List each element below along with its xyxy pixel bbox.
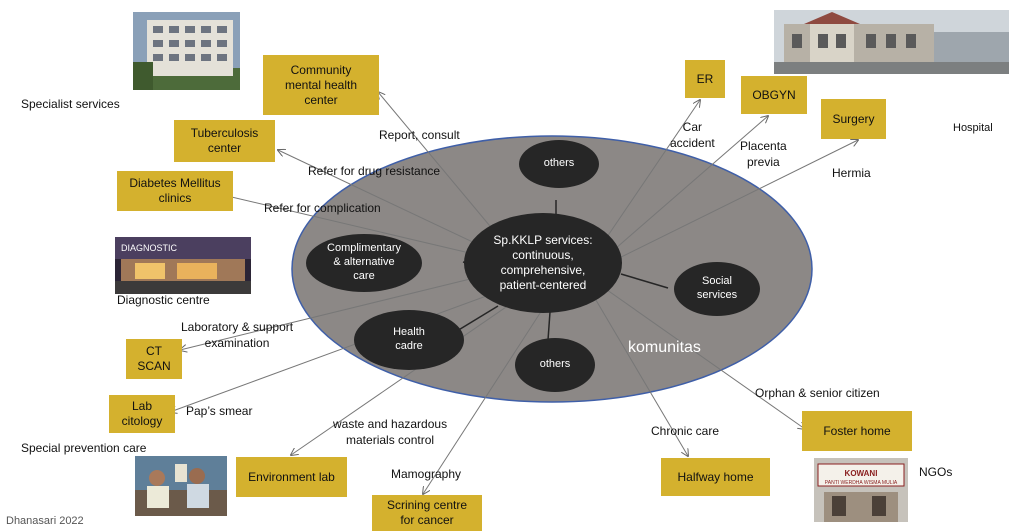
arrow-foster: [599, 284, 805, 429]
label-paps-smear: Pap’s smear: [186, 404, 253, 418]
arrow-diabetes: [206, 191, 513, 264]
box-obgyn: OBGYN: [741, 76, 807, 114]
health-cadre-node: Health cadre: [354, 310, 464, 370]
workers-photo: [135, 456, 227, 516]
label-chronic-care: Chronic care: [651, 424, 720, 438]
label-waste: waste and hazardous materials control: [333, 417, 448, 447]
label-complication: Refer for complication: [264, 201, 381, 215]
box-mental-health: Community mental health center: [263, 55, 379, 115]
arrow-ct-scan: [180, 267, 516, 350]
arrow-environment: [291, 284, 539, 455]
arrow-halfway: [589, 289, 688, 456]
diagnostic-photo: DIAGNOSTIC: [115, 237, 251, 294]
others-bottom-node: others: [515, 338, 595, 392]
label-orphan: Orphan & senior citizen: [755, 386, 880, 400]
label-ngos: NGOs: [919, 465, 953, 479]
label-laboratory: Laboratory & support examination: [181, 320, 294, 350]
label-hernia: Hermia: [832, 166, 871, 180]
kowani-sign: KOWANI: [845, 469, 878, 478]
label-placenta: Placenta previa: [740, 139, 787, 169]
diagnostic-sign: DIAGNOSTIC: [121, 243, 178, 253]
hospital-photo: [774, 10, 1009, 74]
box-er: ER: [685, 60, 725, 98]
box-halfway: Halfway home: [661, 458, 770, 496]
label-diagnostic-centre: Diagnostic centre: [117, 293, 210, 307]
credit-text: Dhanasari 2022: [6, 515, 84, 527]
label-drug-resistance: Refer for drug resistance: [308, 164, 441, 178]
box-surgery: Surgery: [821, 99, 886, 139]
arrow-surgery: [604, 140, 858, 266]
complementary-care-node: Complimentary & alternative care: [306, 234, 422, 292]
arrow-obgyn: [599, 116, 768, 263]
label-specialist-services: Specialist services: [21, 97, 120, 111]
arrow-lab-citology: [170, 279, 531, 412]
building-photo: [133, 12, 240, 90]
others-top-node: others: [519, 140, 599, 188]
label-mamography: Mamography: [391, 467, 462, 481]
label-special-prevention: Special prevention care: [21, 441, 147, 455]
ngo-photo: KOWANI PANTI WERDHA WISMA MULIA: [814, 458, 908, 522]
box-lab-citology: Lab citology: [109, 395, 175, 433]
label-car-accident: Car accident: [670, 120, 715, 150]
box-ct-scan: CT SCAN: [126, 339, 182, 379]
arrow-screening: [423, 289, 556, 494]
label-hospital: Hospital: [953, 122, 993, 134]
box-foster: Foster home: [802, 411, 912, 451]
community-label: komunitas: [628, 339, 701, 356]
box-screening: Scrining centre for cancer: [372, 495, 482, 531]
label-report-consult: Report, consult: [379, 128, 460, 142]
box-diabetes: Diabetes Mellitus clinics: [117, 171, 233, 211]
central-node: Sp.KKLP services: continuous, comprehens…: [464, 213, 622, 313]
social-services-node: Social services: [674, 262, 760, 316]
box-environment-lab: Environment lab: [236, 457, 347, 497]
box-tuberculosis: Tuberculosis center: [174, 120, 275, 162]
panti-sign: PANTI WERDHA WISMA MULIA: [825, 480, 898, 486]
